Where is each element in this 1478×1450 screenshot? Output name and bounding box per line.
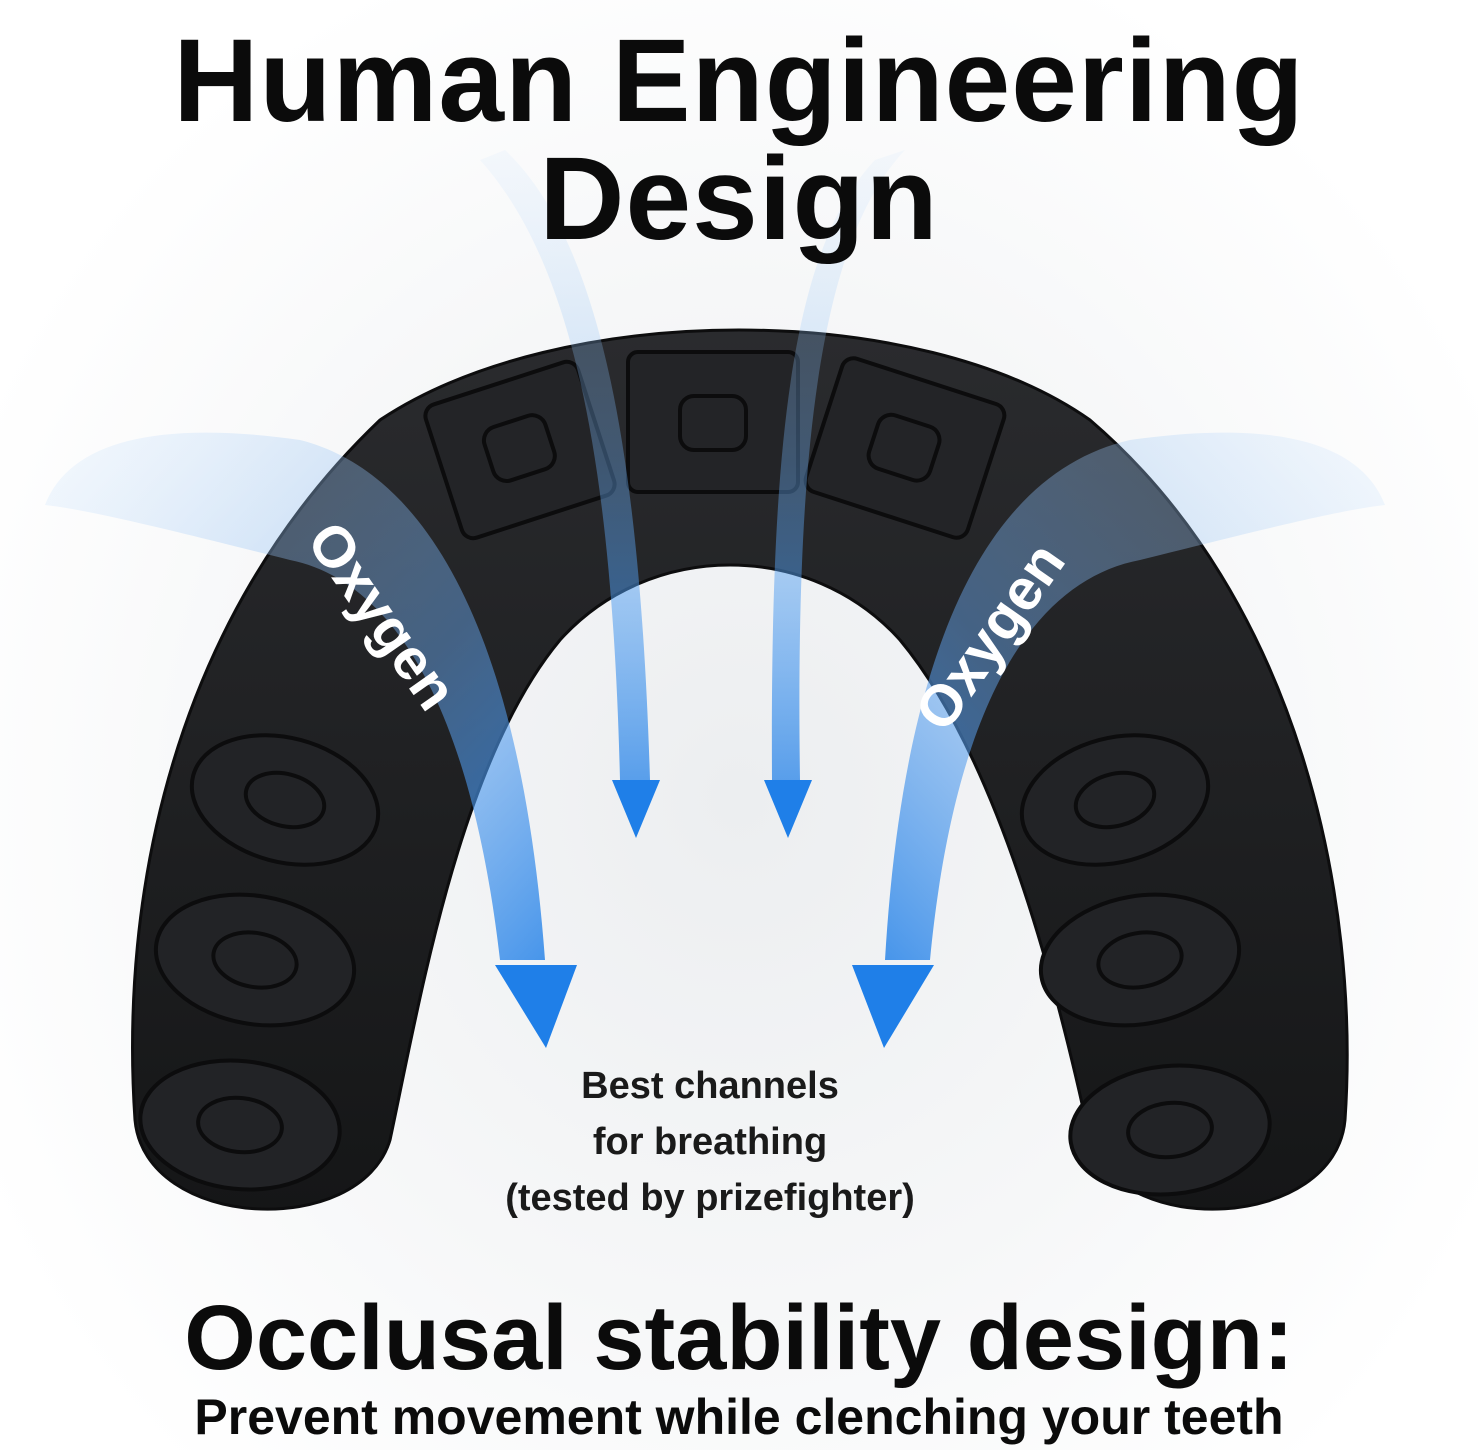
center-right-airflow-beam: [771, 150, 905, 780]
channel-note-line-2: for breathing: [592, 1121, 828, 1163]
occlusal-stability-title: Occlusal stability design:: [184, 1287, 1294, 1389]
channel-note-line-3: (tested by prizefighter): [505, 1177, 915, 1219]
channel-note-line-1: Best channels: [581, 1065, 839, 1107]
breathing-channel-note: Best channels for breathing (tested by p…: [430, 1058, 990, 1226]
left-molar-pads: [138, 733, 381, 1192]
left-arrow-head: [495, 965, 577, 1048]
occlusal-stability-subtitle: Prevent movement while clenching your te…: [194, 1389, 1284, 1445]
center-right-arrow-head: [764, 780, 812, 838]
right-airflow-beam: [885, 432, 1385, 960]
center-left-arrow-head: [612, 780, 660, 838]
left-airflow-beam: [45, 432, 545, 960]
right-arrow-head: [852, 965, 934, 1048]
headline: Human Engineering Design: [173, 15, 1305, 265]
center-left-airflow-beam: [480, 150, 650, 780]
right-molar-pads: [1019, 733, 1272, 1197]
